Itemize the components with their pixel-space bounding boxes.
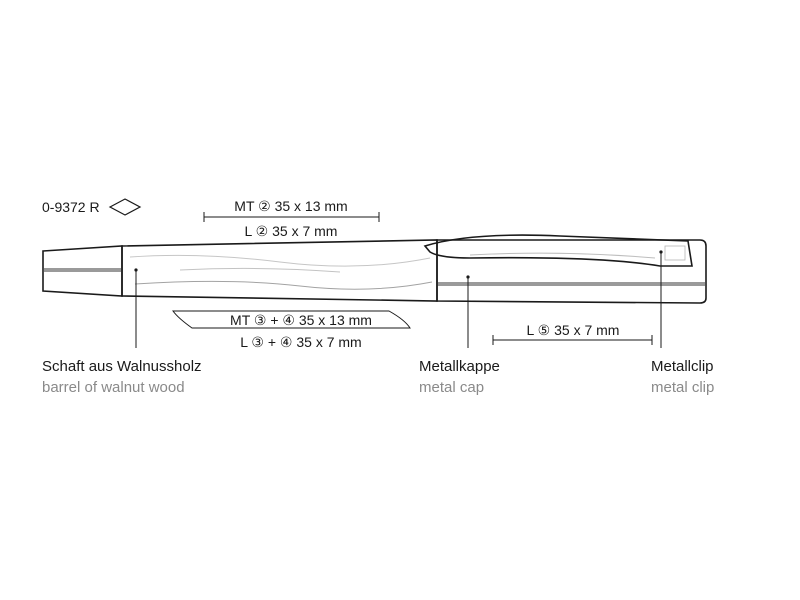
cap-label-en: metal cap — [419, 379, 484, 396]
cap-leader-dot — [466, 275, 470, 279]
barrel-label-en: barrel of walnut wood — [42, 379, 185, 396]
clip-imprint-l: L ② 35 x 7 mm — [245, 223, 338, 239]
wooden-barrel — [121, 239, 438, 302]
clip-imprint-mt: MT ② 35 x 13 mm — [234, 198, 347, 214]
tip-stripe — [44, 268, 121, 272]
cap-label-de: Metallkappe — [419, 358, 500, 375]
metal-cap — [436, 239, 707, 304]
clip-label-de: Metallclip — [651, 358, 714, 375]
barrel-leader-dot — [134, 268, 138, 272]
metal-clip — [423, 234, 693, 267]
cap-imprint-l: L ⑤ 35 x 7 mm — [527, 322, 620, 338]
barrel-imprint-bracket — [172, 310, 411, 329]
clip-leader-dot — [659, 250, 663, 254]
clip-label-en: metal clip — [651, 379, 714, 396]
cap-stripe — [438, 282, 705, 286]
barrel-imprint-mt: MT ③ + ④ 35 x 13 mm — [230, 312, 372, 328]
barrel-label-de: Schaft aus Walnussholz — [42, 358, 202, 375]
clip-tip-mark — [664, 245, 686, 261]
pen-end-tip — [42, 245, 123, 297]
diamond-icon — [108, 198, 142, 216]
pen-illustration — [42, 234, 707, 304]
barrel-imprint-l: L ③ + ④ 35 x 7 mm — [240, 334, 361, 350]
product-code: 0-9372 R — [42, 199, 100, 215]
